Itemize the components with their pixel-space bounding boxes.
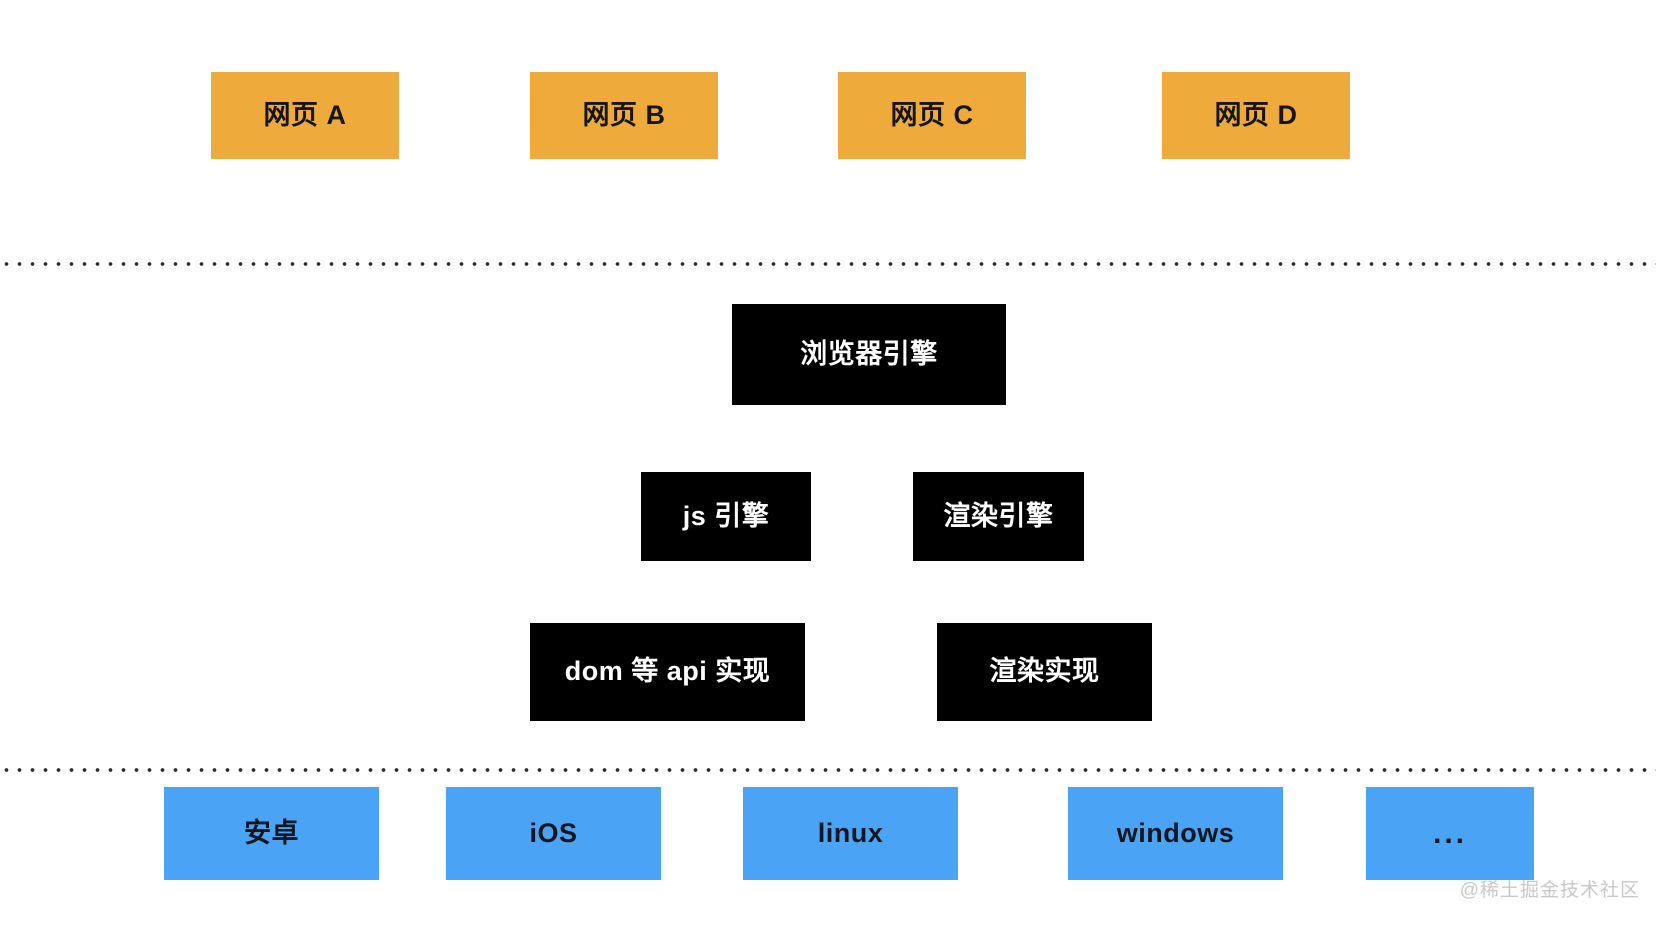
- node-web-page-c: 网页 C: [838, 72, 1026, 159]
- node-web-page-d: 网页 D: [1162, 72, 1350, 159]
- divider-engine-os: [0, 768, 1656, 772]
- node-label: 渲染引擎: [943, 500, 1054, 531]
- node-label: ...: [1432, 817, 1467, 850]
- node-os-ios: iOS: [446, 787, 661, 880]
- node-label: dom 等 api 实现: [564, 656, 771, 687]
- node-label: 网页 D: [1214, 99, 1298, 130]
- node-label: linux: [817, 817, 884, 848]
- node-label: 网页 A: [263, 99, 347, 130]
- node-dom-api-impl: dom 等 api 实现: [530, 623, 805, 721]
- node-web-page-b: 网页 B: [530, 72, 718, 159]
- node-label: 安卓: [244, 817, 299, 848]
- node-label: 渲染实现: [989, 656, 1100, 687]
- node-render-impl: 渲染实现: [937, 623, 1152, 721]
- node-os-linux: linux: [743, 787, 958, 880]
- node-os-more: ...: [1366, 787, 1534, 880]
- node-os-windows: windows: [1068, 787, 1283, 880]
- node-label: 网页 B: [582, 99, 666, 130]
- node-render-engine: 渲染引擎: [913, 472, 1084, 561]
- node-os-android: 安卓: [164, 787, 379, 880]
- node-label: js 引擎: [682, 500, 770, 531]
- node-label: windows: [1116, 817, 1235, 848]
- node-js-engine: js 引擎: [641, 472, 811, 561]
- node-label: 网页 C: [890, 99, 974, 130]
- node-web-page-a: 网页 A: [211, 72, 399, 159]
- watermark: @稀土掘金技术社区: [1459, 880, 1640, 901]
- node-browser-engine: 浏览器引擎: [732, 304, 1006, 405]
- divider-pages-engine: [0, 262, 1656, 266]
- node-label: iOS: [529, 817, 578, 848]
- node-label: 浏览器引擎: [800, 338, 938, 369]
